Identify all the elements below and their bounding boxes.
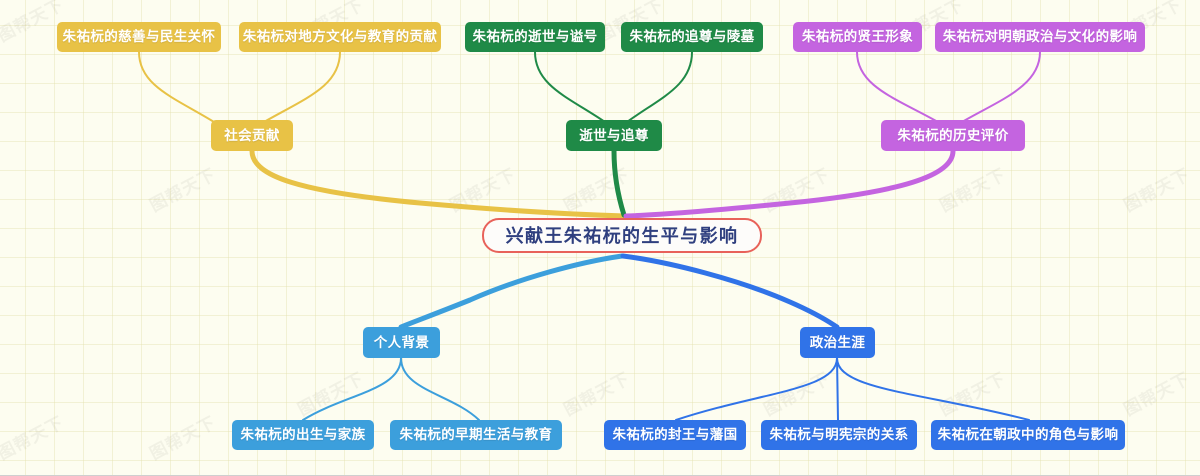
branch-node-label: 个人背景 xyxy=(373,334,430,350)
branch-node-evaluation[interactable]: 朱祐杬的历史评价 xyxy=(881,120,1025,151)
leaf-node-label: 朱祐杬的逝世与谥号 xyxy=(472,29,598,45)
leaf-node-political-2[interactable]: 朱祐杬在朝政中的角色与影响 xyxy=(931,420,1125,450)
leaf-node-political-0[interactable]: 朱祐杬的封王与藩国 xyxy=(604,420,746,450)
watermark-text: 图帮天下 xyxy=(1120,368,1194,421)
connector-social-child-1 xyxy=(263,51,341,123)
watermark-text: 图帮天下 xyxy=(760,368,834,421)
branch-node-label: 朱祐杬的历史评价 xyxy=(897,127,1009,143)
connector-death-child-1 xyxy=(626,51,693,123)
root-node-label: 兴献王朱祐杬的生平与影响 xyxy=(505,225,739,246)
watermark-text: 图帮天下 xyxy=(560,368,634,421)
leaf-node-evaluation-0[interactable]: 朱祐杬的贤王形象 xyxy=(793,22,922,52)
leaf-node-label: 朱祐杬对明朝政治与文化的影响 xyxy=(942,29,1138,45)
connector-political-child-1 xyxy=(836,357,839,421)
leaf-node-social-0[interactable]: 朱祐杬的慈善与民生关怀 xyxy=(57,22,221,52)
leaf-node-label: 朱祐杬的封王与藩国 xyxy=(612,427,738,443)
connector-political-child-2 xyxy=(836,357,1030,421)
connector-evaluation-child-0 xyxy=(856,51,939,123)
leaf-node-death-0[interactable]: 朱祐杬的逝世与谥号 xyxy=(465,22,605,52)
connector-political-child-0 xyxy=(675,357,838,421)
branch-node-label: 社会贡献 xyxy=(224,127,280,143)
connector-evaluation-child-1 xyxy=(961,51,1041,123)
watermark-text: 图帮天下 xyxy=(0,412,68,465)
connector-social-child-0 xyxy=(138,51,215,123)
leaf-node-evaluation-1[interactable]: 朱祐杬对明朝政治与文化的影响 xyxy=(935,22,1145,52)
watermark-text: 图帮天下 xyxy=(936,164,1010,217)
leaf-node-label: 朱祐杬与明宪宗的关系 xyxy=(769,427,909,443)
watermark-text: 图帮天下 xyxy=(760,164,834,217)
leaf-node-death-1[interactable]: 朱祐杬的追尊与陵墓 xyxy=(621,22,763,52)
connector-root-personal xyxy=(398,253,625,330)
connector-root-death xyxy=(611,148,627,218)
branch-node-death[interactable]: 逝世与追尊 xyxy=(566,120,662,151)
watermark-text: 图帮天下 xyxy=(446,164,520,217)
connector-personal-child-1 xyxy=(400,357,480,421)
watermark-text: 图帮天下 xyxy=(560,164,634,217)
leaf-node-label: 朱祐杬的慈善与民生关怀 xyxy=(62,29,216,45)
leaf-node-personal-1[interactable]: 朱祐杬的早期生活与教育 xyxy=(390,420,562,450)
leaf-node-personal-0[interactable]: 朱祐杬的出生与家族 xyxy=(232,420,374,450)
watermark-text: 图帮天下 xyxy=(146,412,220,465)
branch-node-label: 政治生涯 xyxy=(809,334,866,350)
leaf-node-social-1[interactable]: 朱祐杬对地方文化与教育的贡献 xyxy=(239,22,441,52)
leaf-node-label: 朱祐杬在朝政中的角色与影响 xyxy=(937,427,1119,443)
connector-root-political xyxy=(620,253,840,330)
leaf-node-political-1[interactable]: 朱祐杬与明宪宗的关系 xyxy=(761,420,917,450)
leaf-node-label: 朱祐杬的贤王形象 xyxy=(801,29,914,45)
leaf-node-label: 朱祐杬对地方文化与教育的贡献 xyxy=(242,29,438,45)
branch-node-political[interactable]: 政治生涯 xyxy=(800,327,875,358)
connector-personal-child-0 xyxy=(302,357,402,421)
leaf-node-label: 朱祐杬的早期生活与教育 xyxy=(399,427,553,443)
leaf-node-label: 朱祐杬的追尊与陵墓 xyxy=(629,29,755,45)
branch-node-social[interactable]: 社会贡献 xyxy=(211,120,293,151)
watermark-text: 图帮天下 xyxy=(936,368,1010,421)
watermark-text: 图帮天下 xyxy=(146,164,220,217)
root-node[interactable]: 兴献王朱祐杬的生平与影响 xyxy=(482,218,762,253)
watermark-text: 图帮天下 xyxy=(1120,164,1194,217)
connector-root-evaluation xyxy=(623,148,956,219)
branch-node-label: 逝世与追尊 xyxy=(579,127,649,143)
watermark-text: 图帮天下 xyxy=(294,368,368,421)
branch-node-personal[interactable]: 个人背景 xyxy=(363,327,440,358)
leaf-node-label: 朱祐杬的出生与家族 xyxy=(240,427,366,443)
connector-death-child-0 xyxy=(534,51,606,123)
connector-root-social xyxy=(249,148,628,219)
